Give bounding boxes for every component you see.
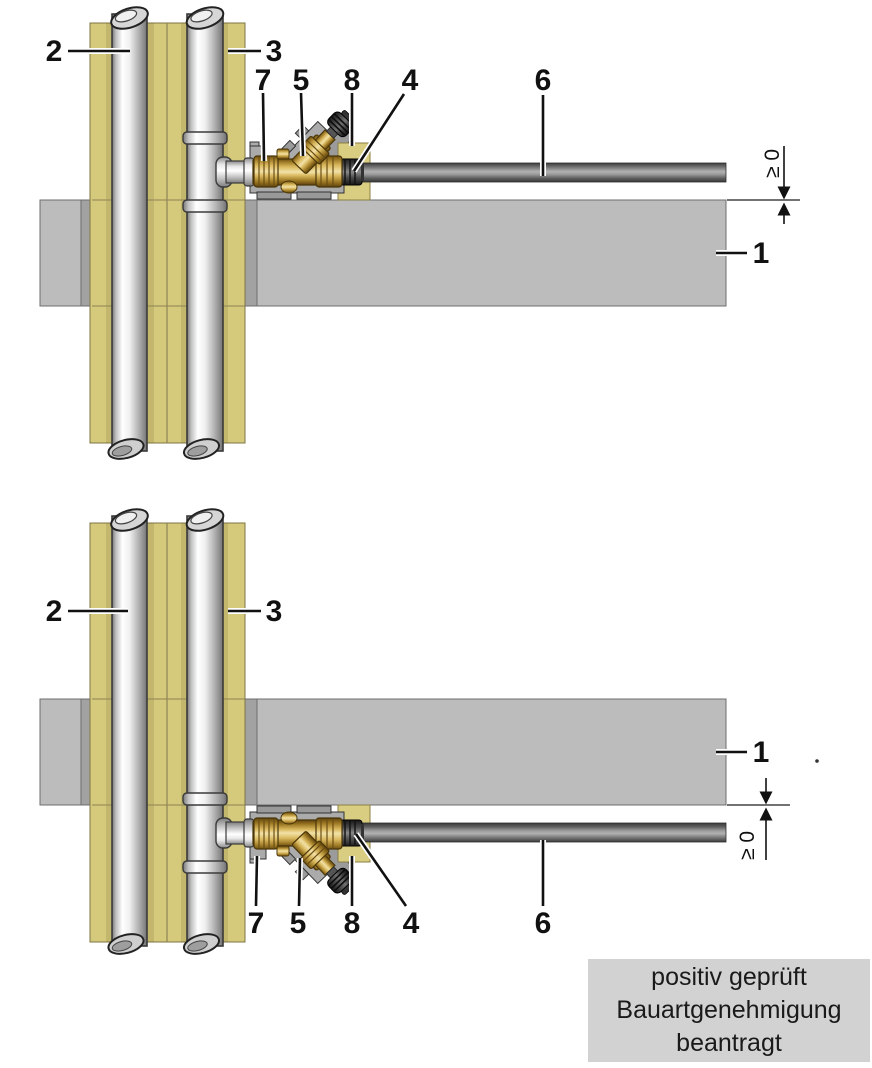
dimension-note-top: ≥ 0	[761, 149, 784, 178]
dimension-top: ≥ 0	[727, 146, 800, 224]
callout-connector-bottom: 4	[403, 907, 420, 940]
dimension-bottom: ≥ 0	[727, 759, 819, 860]
approval-line-1: positiv geprüft	[651, 963, 807, 991]
callout-slab-bottom: 1	[753, 736, 770, 769]
approval-line-3: beantragt	[676, 1029, 782, 1057]
callout-horizontal-pipe-bottom: 6	[535, 907, 552, 940]
callout-bracket-top: 7	[255, 64, 272, 97]
pipe-3-top	[182, 6, 225, 460]
pipe-2-top	[107, 6, 149, 460]
callout-pipe-left-top: 2	[46, 35, 63, 68]
pipe-3-bottom	[182, 508, 225, 955]
callout-valve-bottom: 5	[290, 907, 307, 940]
callout-fire-collar-top: 8	[344, 64, 361, 97]
stray-dot	[815, 759, 819, 763]
pipe-2-bottom	[107, 508, 149, 955]
approval-line-2: Bauartgenehmigung	[616, 996, 842, 1024]
callout-fire-collar-bottom: 8	[344, 907, 361, 940]
callout-connector-top: 4	[402, 64, 419, 97]
callout-pipe-left-bottom: 2	[46, 595, 63, 628]
approval-note-box: positiv geprüft Bauartgenehmigung beantr…	[588, 959, 870, 1062]
dimension-note-bottom: ≥ 0	[736, 831, 759, 860]
callouts-top: 2 3 7 5 8 4 6 1	[46, 35, 770, 270]
callout-horizontal-pipe-top: 6	[535, 64, 552, 97]
callout-valve-top: 5	[293, 64, 310, 97]
callout-bracket-bottom: 7	[248, 907, 265, 940]
callout-pipe-right-top: 3	[266, 35, 283, 68]
callout-slab-top: 1	[753, 237, 770, 270]
callout-pipe-right-bottom: 3	[266, 595, 283, 628]
callouts-bottom: 2 3 7 5 8 4 6 1	[46, 595, 770, 940]
